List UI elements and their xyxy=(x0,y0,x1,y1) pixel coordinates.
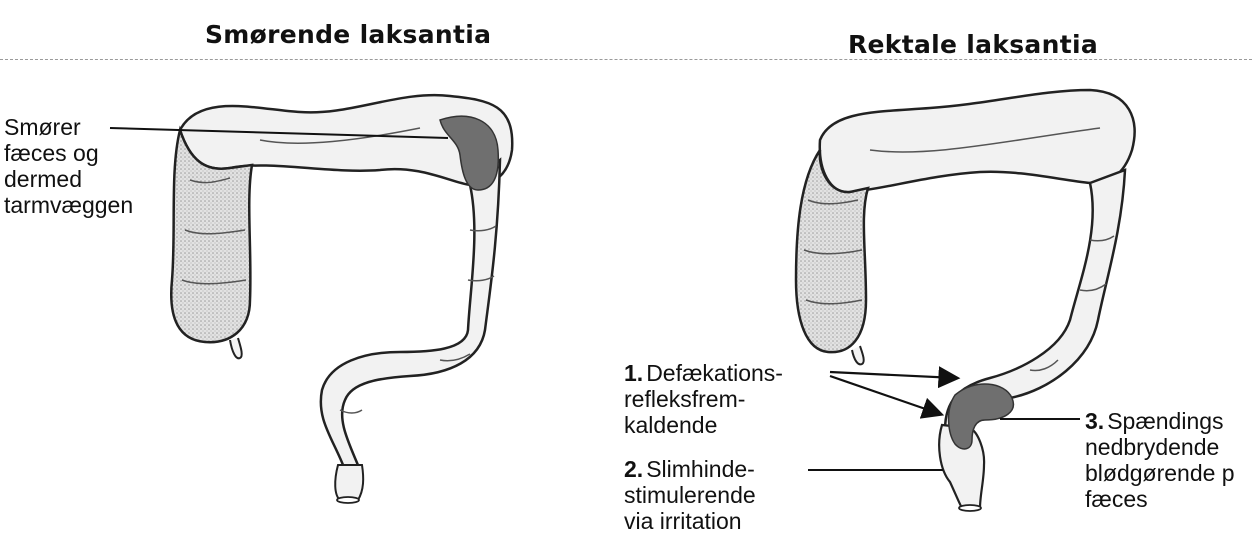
label-item-3-line: blødgørende p xyxy=(1085,460,1252,486)
label-item-2: 2.Slimhinde- stimulerende via irritation xyxy=(624,456,756,534)
left-label-line: dermed xyxy=(4,166,133,192)
label-item-3-line: nedbrydende xyxy=(1085,434,1252,460)
left-label-line: tarmvæggen xyxy=(4,192,133,218)
label-item-2-number: 2. xyxy=(624,456,643,482)
left-appendix xyxy=(230,338,242,358)
label-item-1-line: Defækations- xyxy=(646,360,783,386)
left-label-line: fæces og xyxy=(4,140,133,166)
left-colon xyxy=(110,95,512,503)
label-item-3: 3.Spændings nedbrydende blødgørende p fæ… xyxy=(1085,408,1252,512)
arrow-to-rectum-lower xyxy=(830,376,940,414)
label-item-1-number: 1. xyxy=(624,360,643,386)
label-item-2-line: stimulerende xyxy=(624,482,756,508)
label-item-1-line: kaldende xyxy=(624,412,783,438)
left-label-line: Smører xyxy=(4,114,133,140)
label-item-1-line: refleksfrem- xyxy=(624,386,783,412)
label-item-1: 1.Defækations- refleksfrem- kaldende xyxy=(624,360,783,438)
right-transverse-colon xyxy=(820,90,1135,192)
right-highlight-region xyxy=(949,384,1014,449)
label-item-3-number: 3. xyxy=(1085,408,1104,434)
right-colon xyxy=(796,90,1135,511)
label-item-3-line: fæces xyxy=(1085,486,1252,512)
label-item-2-line: Slimhinde- xyxy=(646,456,755,482)
left-label: Smører fæces og dermed tarmvæggen xyxy=(4,114,133,218)
label-item-2-line: via irritation xyxy=(624,508,756,534)
label-item-3-line: Spændings xyxy=(1107,408,1223,434)
arrow-to-rectum-upper xyxy=(830,372,956,378)
left-descending-colon xyxy=(321,160,500,470)
left-rectum xyxy=(335,465,363,500)
